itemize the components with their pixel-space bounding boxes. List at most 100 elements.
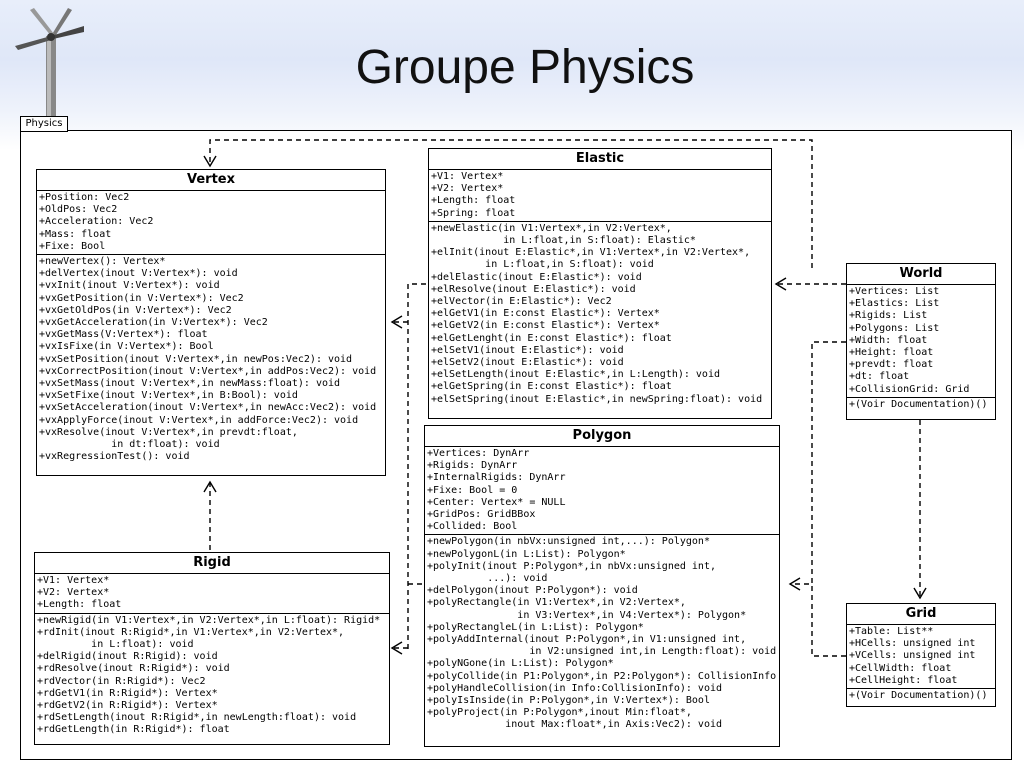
member-line: +polyRectangle(in V1:Vertex*,in V2:Verte… — [427, 597, 686, 609]
class-grid-methods: +(Voir Documentation)() — [847, 688, 995, 703]
member-line: ...): void — [427, 573, 548, 585]
member-line: +Table: List** — [849, 626, 934, 637]
member-line: in V2:unsigned int,in Length:float): voi… — [427, 646, 777, 658]
member-line: +Length: float — [37, 599, 122, 611]
member-line: +polyCollide(in P1:Polygon*,in P2:Polygo… — [427, 670, 777, 682]
member-line: +vxInit(inout V:Vertex*): void — [39, 280, 220, 292]
member-line: +VCells: unsigned int — [849, 650, 976, 662]
member-line: +polyAddInternal(inout P:Polygon*,in V1:… — [427, 634, 747, 646]
member-line: +(Voir Documentation)() — [849, 398, 988, 410]
member-line: +vxRegressionTest(): void — [39, 451, 190, 463]
member-line: +Position: Vec2 — [39, 192, 130, 203]
member-line: +polyNGone(in L:List): Polygon* — [427, 658, 614, 670]
member-line: +newVertex(): Vertex* — [39, 256, 166, 268]
member-line: +vxCorrectPosition(inout V:Vertex*,in ad… — [39, 365, 377, 377]
class-world-methods: +(Voir Documentation)() — [847, 396, 995, 412]
class-grid: Grid +Table: List**+HCells: unsigned int… — [846, 603, 996, 707]
member-line: +polyProject(in P:Polygon*,inout Min:flo… — [427, 707, 692, 719]
member-line: +Center: Vertex* = NULL — [427, 496, 566, 508]
member-line: +rdGetV1(in R:Rigid*): Vertex* — [37, 687, 218, 699]
member-line: +Vertices: List — [849, 286, 940, 297]
class-elastic-methods: +newElastic(in V1:Vertex*,in V2:Vertex*,… — [429, 220, 771, 407]
member-line: in L:float,in S:float): Elastic* — [431, 235, 696, 247]
member-line: +delVertex(inout V:Vertex*): void — [39, 268, 238, 280]
member-line: +Spring: float — [431, 207, 516, 219]
class-elastic-name: Elastic — [429, 149, 771, 170]
member-line: +vxSetPosition(inout V:Vertex*,in newPos… — [39, 353, 353, 365]
member-line: +elGetV2(in E:const Elastic*): Vertex* — [431, 320, 660, 332]
member-line: +V1: Vertex* — [37, 575, 110, 586]
class-world: World +Vertices: List+Elastics: List+Rig… — [846, 263, 996, 420]
class-vertex: Vertex +Position: Vec2+OldPos: Vec2+Acce… — [36, 169, 386, 476]
member-line: +Collided: Bool — [427, 521, 518, 533]
member-line: +vxSetFixe(inout V:Vertex*,in B:Bool): v… — [39, 390, 298, 402]
member-line: +V2: Vertex* — [431, 183, 504, 195]
member-line: +vxGetPosition(in V:Vertex*): Vec2 — [39, 292, 244, 304]
member-line: +delElastic(inout E:Elastic*): void — [431, 271, 642, 283]
member-line: +vxGetOldPos(in V:Vertex*): Vec2 — [39, 304, 232, 316]
member-line: +rdResolve(inout R:Rigid*): void — [37, 663, 230, 675]
class-rigid-name: Rigid — [35, 553, 389, 574]
member-line: in V3:Vertex*,in V4:Vertex*): Polygon* — [427, 609, 747, 621]
member-line: +vxIsFixe(in V:Vertex*): Bool — [39, 341, 214, 353]
class-polygon-methods: +newPolygon(in nbVx:unsigned int,...): P… — [425, 534, 779, 732]
member-line: +Elastics: List — [849, 298, 940, 310]
class-grid-attributes: +Table: List**+HCells: unsigned int+VCel… — [847, 625, 995, 688]
member-line: +polyInit(inout P:Polygon*,in nbVx:unsig… — [427, 560, 716, 572]
member-line: +rdInit(inout R:Rigid*,in V1:Vertex*,in … — [37, 626, 345, 638]
member-line: +Mass: float — [39, 228, 112, 240]
member-line: +Height: float — [849, 347, 934, 359]
member-line: +vxResolve(inout V:Vertex*,in prevdt:flo… — [39, 426, 298, 438]
member-line: +Polygons: List — [849, 322, 940, 334]
class-world-attributes: +Vertices: List+Elastics: List+Rigids: L… — [847, 285, 995, 397]
class-polygon-attributes: +Vertices: DynArr+Rigids: DynArr+Interna… — [425, 447, 779, 534]
class-elastic: Elastic +V1: Vertex*+V2: Vertex*+Length:… — [428, 148, 772, 419]
member-line: +vxApplyForce(inout V:Vertex*,in addForc… — [39, 414, 359, 426]
member-line: +Rigids: DynArr — [427, 460, 518, 472]
member-line: +newRigid(in V1:Vertex*,in V2:Vertex*,in… — [37, 614, 381, 626]
member-line: +elSetLength(inout E:Elastic*,in L:Lengt… — [431, 369, 720, 381]
member-line: +elGetV1(in E:const Elastic*): Vertex* — [431, 308, 660, 320]
class-vertex-name: Vertex — [37, 170, 385, 191]
class-polygon: Polygon +Vertices: DynArr+Rigids: DynArr… — [424, 425, 780, 747]
member-line: in dt:float): void — [39, 439, 220, 451]
member-line: +rdSetLength(inout R:Rigid*,in newLength… — [37, 712, 357, 724]
member-line: +polyIsInside(in P:Polygon*,in V:Vertex*… — [427, 695, 710, 707]
member-line: +vxSetAcceleration(inout V:Vertex*,in ne… — [39, 402, 377, 414]
member-line: +dt: float — [849, 371, 910, 383]
member-line: +elSetSpring(inout E:Elastic*,in newSpri… — [431, 393, 763, 405]
member-line: inout Max:float*,in Axis:Vec2): void — [427, 719, 723, 731]
member-line: +Length: float — [431, 195, 516, 207]
member-line: +newPolygonL(in L:List): Polygon* — [427, 548, 626, 560]
member-line: +vxGetAcceleration(in V:Vertex*): Vec2 — [39, 317, 268, 329]
member-line: +delPolygon(inout P:Polygon*): void — [427, 585, 638, 597]
member-line: +V1: Vertex* — [431, 171, 504, 182]
class-rigid-attributes: +V1: Vertex*+V2: Vertex*+Length: float — [35, 574, 389, 613]
member-line: +polyRectangleL(in L:List): Polygon* — [427, 621, 644, 633]
member-line: +newPolygon(in nbVx:unsigned int,...): P… — [427, 536, 710, 548]
member-line: +vxGetMass(V:Vertex*): float — [39, 329, 208, 341]
member-line: +CellWidth: float — [849, 662, 952, 674]
class-vertex-attributes: +Position: Vec2+OldPos: Vec2+Acceleratio… — [37, 191, 385, 254]
member-line: +Rigids: List — [849, 310, 928, 322]
member-line: +HCells: unsigned int — [849, 638, 976, 650]
class-vertex-methods: +newVertex(): Vertex*+delVertex(inout V:… — [37, 254, 385, 464]
member-line: +Acceleration: Vec2 — [39, 216, 154, 228]
member-line: +elSetV1(inout E:Elastic*): void — [431, 344, 624, 356]
member-line: +Fixe: Bool — [39, 240, 106, 252]
class-elastic-attributes: +V1: Vertex*+V2: Vertex*+Length: float+S… — [429, 170, 771, 221]
class-grid-name: Grid — [847, 604, 995, 625]
member-line: +Fixe: Bool = 0 — [427, 484, 518, 496]
member-line: +elGetSpring(in E:const Elastic*): float — [431, 381, 672, 393]
member-line: +vxSetMass(inout V:Vertex*,in newMass:fl… — [39, 378, 341, 390]
member-line: +rdVector(in R:Rigid*): Vec2 — [37, 675, 206, 687]
member-line: +rdGetV2(in R:Rigid*): Vertex* — [37, 700, 218, 712]
member-line: +elGetLenght(in E:const Elastic*): float — [431, 332, 672, 344]
member-line: +rdGetLength(in R:Rigid*): float — [37, 724, 230, 736]
class-polygon-name: Polygon — [425, 426, 779, 447]
member-line: +CollisionGrid: Grid — [849, 383, 970, 395]
member-line: +elVector(in E:Elastic*): Vec2 — [431, 296, 612, 308]
windmill-logo-icon — [15, 8, 84, 116]
member-line: in L:float,in S:float): void — [431, 259, 654, 271]
member-line: +elSetV2(inout E:Elastic*): void — [431, 357, 624, 369]
